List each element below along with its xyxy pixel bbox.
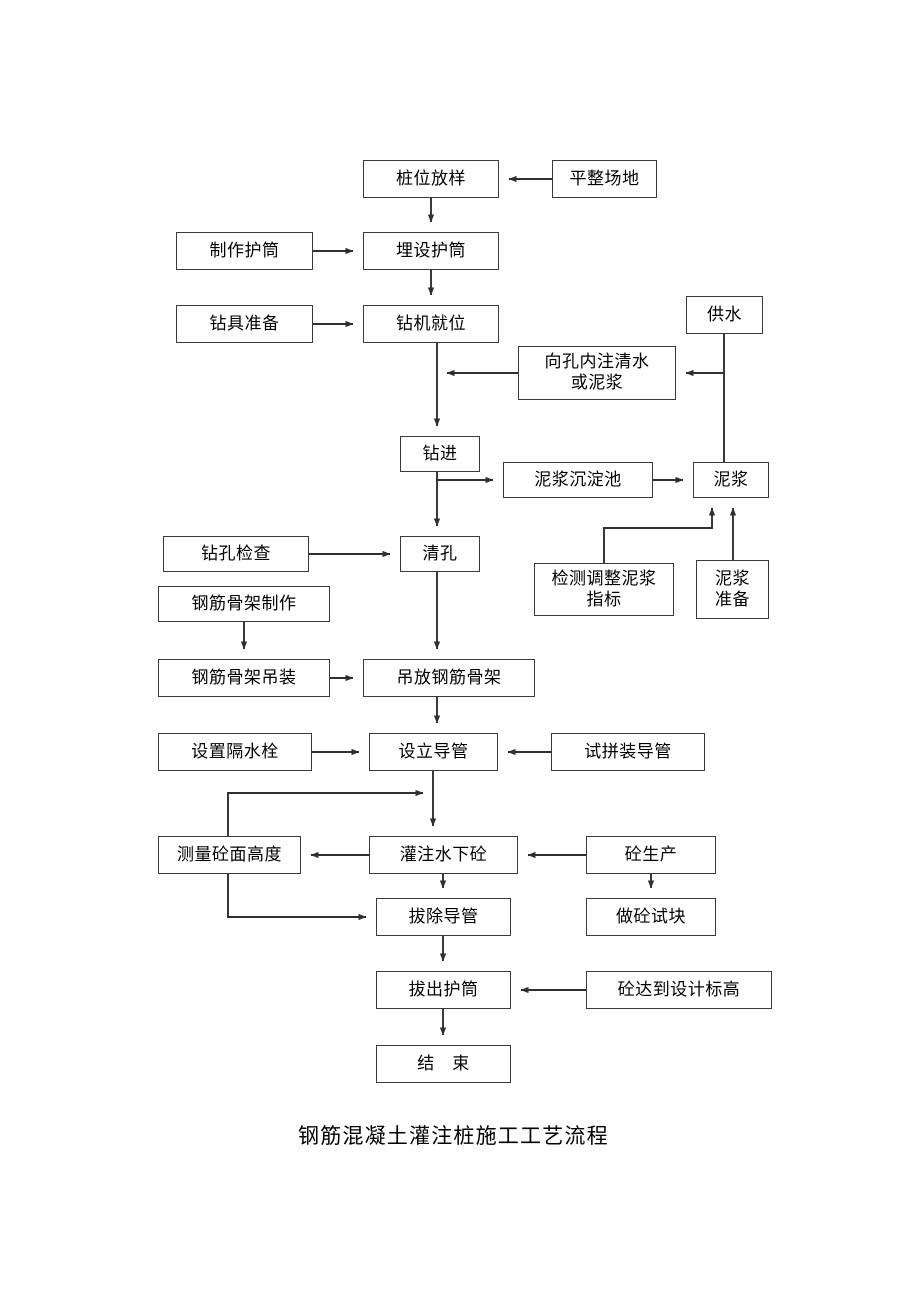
flow-node-label: 埋设护筒	[396, 240, 466, 260]
figure-caption: 钢筋混凝土灌注桩施工工艺流程	[298, 1124, 609, 1148]
flow-node-label: 砼生产	[624, 844, 678, 864]
flow-node-sheli_daoguan: 设立导管	[369, 733, 498, 771]
flow-node-gongshui: 供水	[686, 296, 763, 334]
flow-node-zuanji_jiuwei: 钻机就位	[363, 305, 499, 343]
flow-node-label: 钢筋骨架制作	[191, 593, 297, 613]
flow-node-zhu_qingshui: 向孔内注清水 或泥浆	[518, 346, 676, 400]
flow-node-shezhi_geshuishuan: 设置隔水栓	[158, 733, 312, 771]
flow-node-zhizuo_hutong: 制作护筒	[176, 232, 313, 270]
flow-node-label: 钻具准备	[209, 313, 280, 333]
flow-node-label: 灌注水下砼	[399, 844, 488, 864]
flow-node-label: 向孔内注清水 或泥浆	[544, 352, 650, 392]
edge-jiance-to-nijiang	[603, 507, 716, 563]
flow-node-gangjin_diaozhuang: 钢筋骨架吊装	[158, 659, 330, 697]
flow-node-zuankong_jiancha: 钻孔检查	[163, 536, 309, 572]
flow-node-shipinzhuang: 试拼装导管	[551, 733, 705, 771]
flow-node-pingzheng_changdi: 平整场地	[552, 160, 657, 198]
flow-node-label: 做砼试块	[616, 906, 686, 926]
flow-node-maishe_hutong: 埋设护筒	[363, 232, 499, 270]
flow-node-bachu_hutong: 拔出护筒	[376, 971, 511, 1009]
flow-node-label: 砼达到设计标高	[617, 979, 741, 999]
flow-node-label: 泥浆沉淀池	[534, 469, 622, 489]
flow-node-label: 清孔	[422, 543, 458, 563]
flow-node-tong_shengchan: 砼生产	[586, 836, 716, 874]
flow-node-jiance_nijiang: 检测调整泥浆 指标	[534, 563, 674, 616]
flow-node-label: 设立导管	[398, 741, 469, 761]
flow-node-label: 泥浆 准备	[715, 568, 750, 609]
flow-node-zuanjin: 钻进	[400, 436, 480, 472]
flow-node-label: 钢筋骨架吊装	[191, 667, 297, 687]
flow-node-label: 拔除导管	[408, 906, 479, 926]
flow-node-label: 供水	[707, 304, 742, 324]
flow-node-label: 钻机就位	[396, 313, 466, 333]
flow-node-label: 吊放钢筋骨架	[396, 667, 502, 687]
flow-node-label: 测量砼面高度	[177, 844, 282, 864]
flow-node-zuo_tong_shikuai: 做砼试块	[586, 898, 716, 936]
flow-node-zuanju_zhunbei: 钻具准备	[176, 305, 313, 343]
flow-node-guanzhu_shuixia: 灌注水下砼	[369, 836, 518, 874]
flow-node-label: 拔出护筒	[408, 979, 479, 999]
flow-node-label: 泥浆	[713, 469, 749, 489]
flow-node-nijiang: 泥浆	[693, 462, 769, 498]
flow-node-label: 钻进	[422, 443, 458, 463]
flow-node-gangjin_zhizuo: 钢筋骨架制作	[158, 586, 330, 622]
flow-node-qingkong: 清孔	[400, 536, 480, 572]
flow-node-label: 设置隔水栓	[191, 741, 279, 761]
flow-node-nijiang_chendianchi: 泥浆沉淀池	[503, 462, 653, 498]
flow-node-label: 试拼装导管	[584, 741, 672, 761]
edge-celiang-to-shelitrunk	[227, 789, 424, 836]
flow-node-label: 钻孔检查	[201, 543, 271, 563]
flow-node-tong_biaogao: 砼达到设计标高	[586, 971, 772, 1009]
flow-node-label: 桩位放样	[396, 168, 466, 188]
flow-node-label: 检测调整泥浆 指标	[551, 568, 657, 609]
edge-gongshui-to-zhushui	[685, 334, 725, 377]
flow-node-bachu_daoguan: 拔除导管	[376, 898, 511, 936]
edge-celiang-to-bachudaoguan	[227, 874, 367, 921]
flow-node-zhuangwei_fangyang: 桩位放样	[363, 160, 499, 198]
flow-node-celiang_gaodu: 测量砼面高度	[158, 836, 301, 874]
flow-node-label: 结 束	[417, 1053, 470, 1073]
flow-node-nijiang_zhunbei: 泥浆 准备	[696, 560, 769, 619]
flow-node-label: 制作护筒	[209, 240, 280, 260]
flow-node-jieshu: 结 束	[376, 1045, 511, 1083]
flow-node-diaofang_gangjin: 吊放钢筋骨架	[363, 659, 535, 697]
flow-node-label: 平整场地	[569, 168, 640, 188]
